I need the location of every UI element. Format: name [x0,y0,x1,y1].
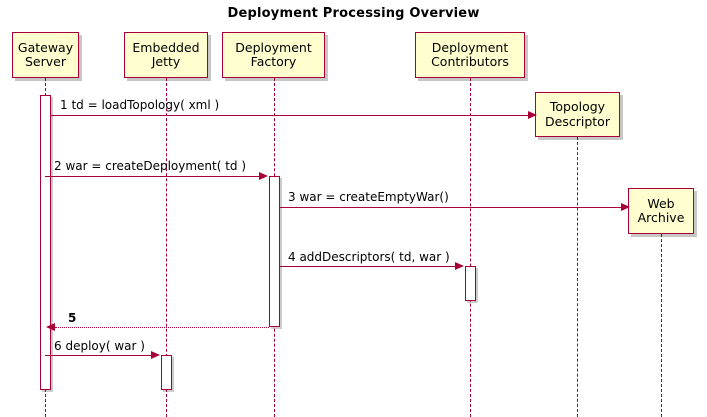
message-1-line [51,115,530,116]
participant-embedded-jetty[interactable]: Embedded Jetty [124,32,208,78]
message-3-arrowhead [621,202,630,211]
participant-label-line1: Deployment [235,39,312,55]
participant-topology-descriptor[interactable]: Topology Descriptor [535,92,620,137]
participant-label-line2: Factory [250,54,297,69]
participant-label-line2: Archive [637,210,685,225]
message-1-arrowhead [528,110,537,119]
message-2-label: 2 war = createDeployment( td ) [54,159,247,173]
lifeline-topology-descriptor [577,137,578,417]
participant-label-line1: Gateway [17,39,74,55]
message-6-line [45,355,152,356]
message-2-arrowhead [259,171,268,180]
message-5-label: 5 [68,311,77,325]
activation-deployment-factory [269,176,280,327]
message-5-line [55,327,269,328]
message-1-label: 1 td = loadTopology( xml ) [60,98,220,112]
participant-label-line2: Descriptor [545,113,610,129]
activation-embedded-jetty [161,355,172,390]
participant-label-line1: Embedded [132,39,200,55]
message-2-line [45,176,260,177]
activation-deployment-contributors [465,266,476,301]
participant-deployment-contributors[interactable]: Deployment Contributors [415,32,525,78]
message-4-arrowhead [455,261,464,270]
participant-label-line2: Jetty [151,54,181,69]
message-4-line [280,266,456,267]
lifeline-deployment-contributors [470,78,471,417]
message-5-arrowhead [46,322,55,331]
activation-gateway-server [40,95,51,390]
message-3-label: 3 war = createEmptyWar() [288,190,449,204]
message-6-label: 6 deploy( war ) [54,339,145,353]
participant-label-line1: Deployment [431,39,509,55]
participant-label-line1: Topology [549,99,606,115]
lifeline-web-archive [661,234,662,417]
participant-label-line2: Server [25,54,66,69]
participant-gateway-server[interactable]: Gateway Server [12,32,79,78]
lifeline-embedded-jetty [166,78,167,417]
message-4-label: 4 addDescriptors( td, war ) [288,250,450,264]
participant-label-line2: Contributors [431,54,509,69]
participant-deployment-factory[interactable]: Deployment Factory [222,32,325,78]
diagram-title: Deployment Processing Overview [227,6,480,21]
message-6-arrowhead [151,350,160,359]
participant-label-line1: Web [647,195,675,211]
message-3-line [280,207,623,208]
participant-web-archive[interactable]: Web Archive [628,188,694,234]
